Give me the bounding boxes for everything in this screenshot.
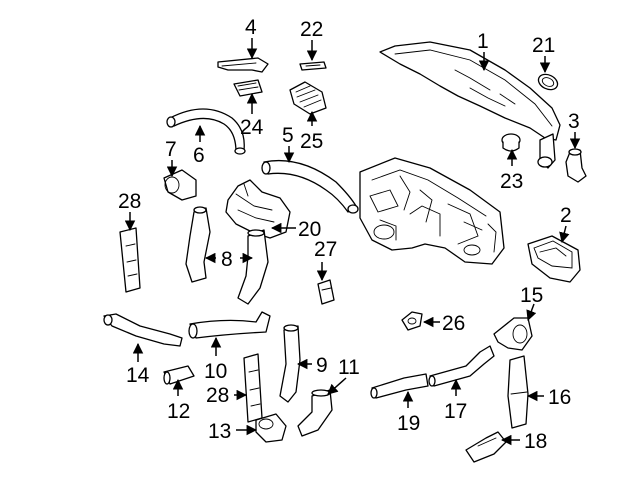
callout-15: 15 bbox=[520, 284, 543, 307]
callout-14: 14 bbox=[126, 364, 150, 387]
part-3-elbow-outlet bbox=[565, 148, 587, 183]
part-7-elbow-connector bbox=[163, 169, 197, 201]
callout-27: 27 bbox=[314, 238, 337, 261]
part-12-short-duct bbox=[163, 365, 195, 385]
hvac-case bbox=[359, 157, 505, 265]
callout-11: 11 bbox=[338, 356, 360, 379]
part-8-floor-duct-right bbox=[237, 229, 269, 305]
part-13-elbow bbox=[255, 413, 287, 443]
callout-22: 22 bbox=[300, 18, 323, 41]
part-18-angled-duct bbox=[465, 431, 507, 463]
part-23-plug bbox=[501, 133, 521, 152]
part-1-defroster-duct bbox=[379, 41, 561, 169]
part-16-tall-duct bbox=[507, 355, 529, 429]
callout-7: 7 bbox=[165, 138, 177, 161]
callout-10: 10 bbox=[204, 360, 227, 383]
part-15-angled-outlet bbox=[493, 317, 533, 351]
callout-19: 19 bbox=[397, 412, 420, 435]
callout-17: 17 bbox=[444, 400, 467, 423]
callout-18: 18 bbox=[524, 430, 547, 453]
part-28-vertical-duct bbox=[119, 227, 141, 293]
part-26-grommet bbox=[401, 311, 423, 331]
callout-labels: 1 2 3 4 5 6 7 8 9 10 11 12 13 14 15 16 1… bbox=[118, 16, 580, 453]
part-14-lower-duct bbox=[103, 313, 183, 347]
callout-8: 8 bbox=[221, 248, 233, 271]
callout-21: 21 bbox=[532, 34, 555, 57]
callout-5: 5 bbox=[282, 124, 294, 147]
part-9-tall-duct bbox=[279, 324, 301, 403]
callout-3: 3 bbox=[568, 110, 580, 133]
part-21-grommet bbox=[537, 73, 559, 91]
callout-25: 25 bbox=[300, 130, 323, 153]
part-27-outlet bbox=[317, 279, 335, 305]
callout-16: 16 bbox=[548, 386, 571, 409]
callout-20: 20 bbox=[298, 218, 321, 241]
callout-6: 6 bbox=[193, 144, 205, 167]
leader-lines bbox=[124, 38, 581, 446]
callout-12: 12 bbox=[167, 400, 190, 423]
part-8-floor-duct-left bbox=[185, 206, 211, 283]
part-11-angled-duct bbox=[297, 389, 333, 437]
part-17-long-duct bbox=[428, 345, 495, 387]
callout-2: 2 bbox=[560, 204, 572, 227]
callout-4: 4 bbox=[245, 16, 257, 39]
part-20-distribution-duct bbox=[225, 179, 291, 239]
callout-28-center: 28 bbox=[206, 384, 229, 407]
callout-9: 9 bbox=[316, 354, 328, 377]
callout-1: 1 bbox=[477, 30, 489, 53]
part-25-grille-outlet bbox=[289, 81, 327, 115]
part-4-vent-strip bbox=[217, 57, 269, 73]
callout-13: 13 bbox=[208, 420, 231, 443]
callout-24: 24 bbox=[240, 116, 264, 139]
callout-28-left: 28 bbox=[118, 190, 141, 213]
part-28-vertical-duct-2 bbox=[243, 353, 263, 423]
part-19-straight-duct bbox=[370, 373, 429, 399]
part-6-upper-duct bbox=[166, 108, 246, 155]
callout-26: 26 bbox=[442, 312, 465, 335]
callout-23: 23 bbox=[500, 170, 523, 193]
part-2-register-housing bbox=[527, 235, 581, 283]
part-10-lower-duct bbox=[188, 311, 271, 339]
part-5-center-duct bbox=[261, 159, 359, 214]
part-24-outlet-bezel bbox=[233, 79, 263, 97]
part-22-clip bbox=[299, 61, 327, 71]
